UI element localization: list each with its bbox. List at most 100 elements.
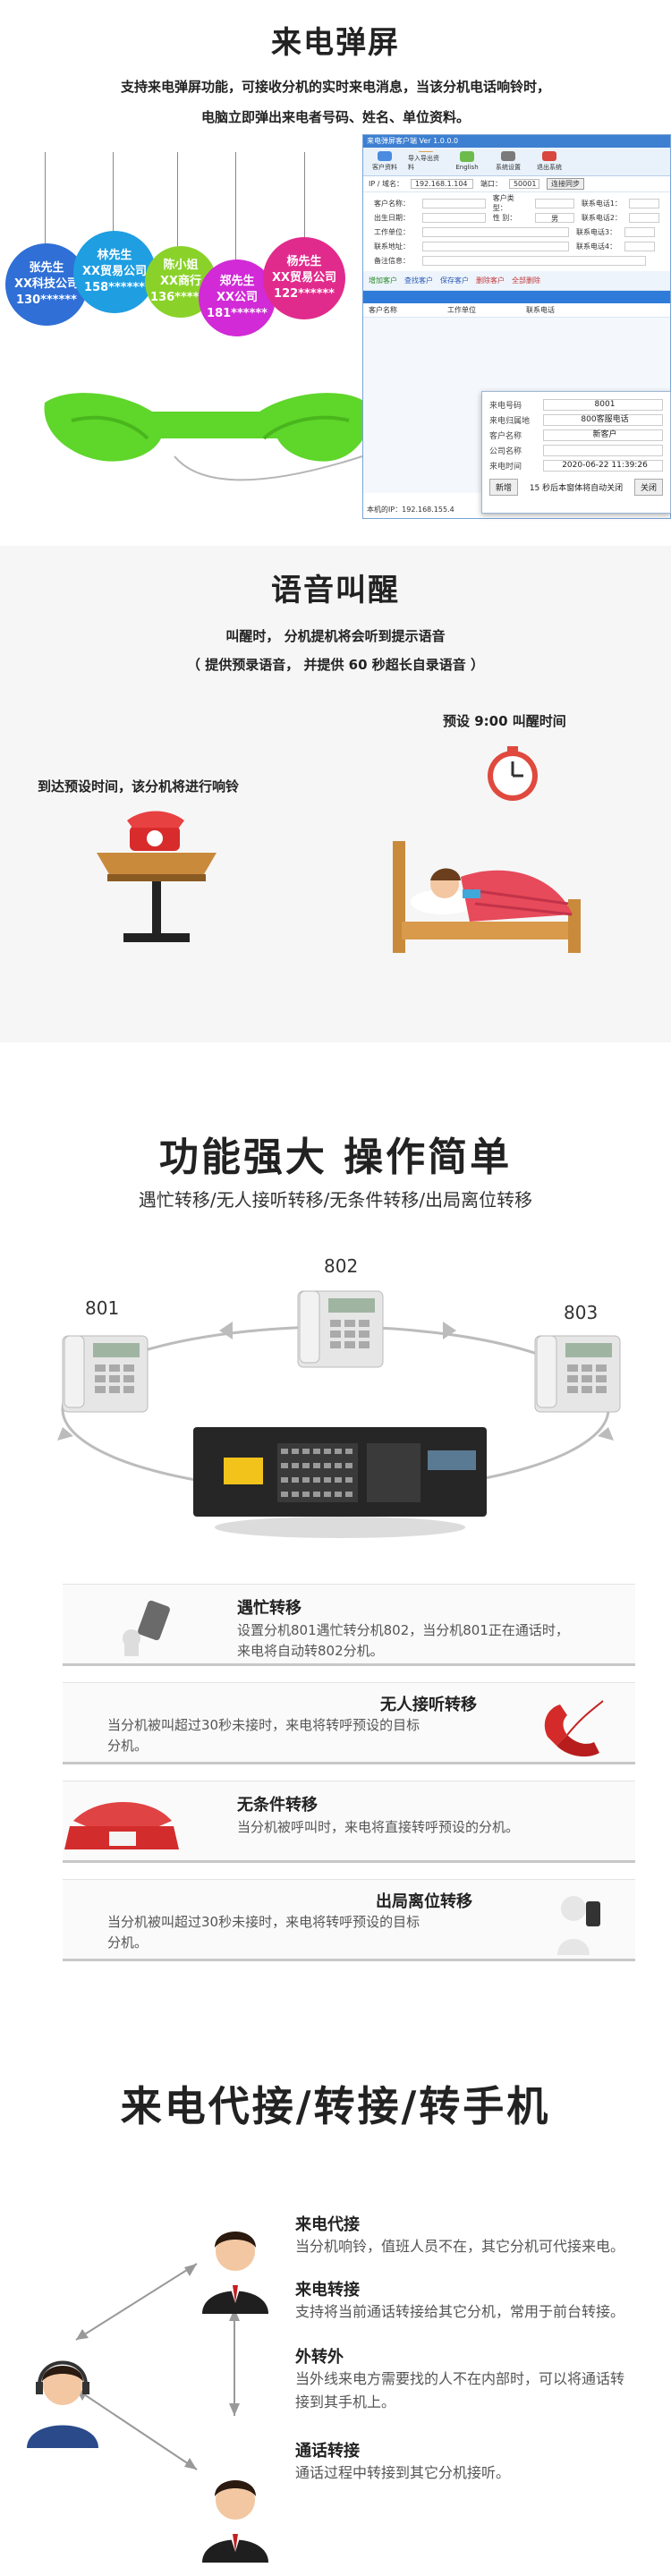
desc-line-2: 电脑立即弹出来电者号码、姓名、单位资料。: [200, 109, 470, 125]
tool-settings[interactable]: 系统设置: [490, 151, 526, 172]
ip-input[interactable]: 192.168.1.104: [410, 179, 473, 189]
caller-popup-section: 来电弹屏 支持来电弹屏功能，可接收分机的实时来电消息，当该分机电话响铃时， 电脑…: [0, 0, 671, 546]
section-title: 来电弹屏: [271, 25, 400, 61]
import-icon: [419, 151, 433, 152]
ip-label: IP / 域名：: [369, 180, 403, 188]
pbx-device-icon: [193, 1427, 487, 1538]
transfer-item: 来电转接 支持将当前通话转接给其它分机，常用于前台转接。: [295, 2277, 671, 2324]
red-desk-phone-icon: [64, 1802, 179, 1849]
feature-desc: 当分机被叫超过30秒未接时，来电将转呼预设的目标 分机。: [107, 1715, 420, 1756]
contact-tag: 杨先生 XX贸易公司 122******: [263, 237, 345, 319]
field-input[interactable]: [422, 226, 569, 237]
transfer-features-section: 功能强大 操作简单 遇忙转移/无人接听转移/无条件转移/出局离位转移 801 8…: [0, 1042, 671, 2004]
delete-customer-button[interactable]: 删除客户: [476, 276, 505, 285]
tag-string: [235, 152, 236, 267]
notes-input[interactable]: [422, 255, 646, 266]
gender-select[interactable]: 男: [535, 212, 574, 223]
field-input[interactable]: [624, 241, 655, 251]
pickup-item: 来电代接 当分机响铃，值班人员不在，其它分机可代接来电。: [295, 2212, 671, 2258]
find-customer-button[interactable]: 查找客户: [404, 276, 433, 285]
tag-name: 张先生: [29, 261, 64, 275]
column-header[interactable]: 客户名称: [369, 306, 397, 314]
tool-label: English: [455, 164, 479, 171]
gear-icon: [501, 151, 515, 161]
table-header: 客户名称 工作单位 联系电话: [363, 303, 670, 318]
field-label: 客户名称：: [374, 199, 410, 208]
company-name: [543, 445, 663, 456]
field-input[interactable]: [421, 212, 486, 223]
tag-string: [113, 152, 114, 237]
feature-desc-line: 分机。: [107, 1934, 149, 1951]
tag-phone: 122******: [274, 287, 335, 301]
in-call-transfer-item: 通话转接 通话过程中转接到其它分机接听。: [295, 2438, 671, 2485]
connection-row: IP / 域名： 192.168.1.104 端口： 50001 连接同步: [363, 176, 670, 192]
popup-label: 公司名称: [489, 447, 522, 456]
extension-label-802: 802: [324, 1255, 359, 1277]
caller-number: 8001: [543, 399, 663, 411]
item-desc: 接到其手机上。: [295, 2393, 396, 2410]
item-desc: 当分机响铃，值班人员不在，其它分机可代接来电。: [295, 2238, 625, 2255]
feature-desc-line: 当分机被叫超过30秒未接时，来电将转呼预设的目标: [107, 1914, 420, 1930]
alarm-clock-icon: [488, 746, 538, 801]
arrive-time-text: 到达预设时间，该分机将进行响铃: [38, 778, 240, 795]
form-row: 备注信息：: [369, 253, 665, 268]
status-text: 本机的IP：192.168.155.4: [367, 506, 454, 514]
new-button[interactable]: 新增: [489, 479, 519, 496]
extension-label-801: 801: [85, 1297, 120, 1319]
tag-phone: 136******: [150, 291, 211, 304]
item-title: 通话转接: [295, 2442, 360, 2461]
item-title: 来电转接: [295, 2281, 360, 2300]
field-label: 出生日期：: [374, 213, 410, 222]
field-input[interactable]: [422, 241, 569, 251]
delete-all-button[interactable]: 全部删除: [512, 276, 540, 285]
action-bar: 增加客户 查找客户 保存客户 删除客户 全部删除: [363, 271, 670, 291]
call-pickup-section: 来电代接/转接/转手机 来电代接 当分机响铃，: [0, 2004, 671, 2576]
exit-icon: [542, 151, 556, 161]
wakeup-line-2: （ 提供预录语音， 并提供 60 秒超长自录语音 ）: [187, 657, 484, 673]
field-input[interactable]: [629, 212, 659, 223]
operator-network-diagram: [75, 2263, 240, 2470]
tool-label: 客户资料: [372, 164, 397, 171]
item-title: 外转外: [295, 2348, 344, 2367]
tag-phone: 158******: [84, 281, 145, 294]
save-customer-button[interactable]: 保存客户: [440, 276, 469, 285]
item-desc: 支持将当前通话转接给其它分机，常用于前台转接。: [295, 2303, 625, 2320]
tool-exit[interactable]: 退出系统: [531, 151, 567, 172]
section-subtitle: 遇忙转移/无人接听转移/无条件转移/出局离位转移: [138, 1189, 533, 1211]
tag-phone: 130******: [16, 293, 77, 307]
field-input[interactable]: [624, 226, 655, 237]
tool-english[interactable]: English: [449, 151, 485, 172]
column-header[interactable]: 联系电话: [526, 306, 555, 314]
tool-customer-data[interactable]: 客户资料: [367, 151, 403, 172]
field-input[interactable]: [421, 198, 486, 208]
tag-string: [45, 152, 46, 251]
popup-footer: 新增 15 秒后本窗体将自动关闭 关闭: [489, 479, 663, 496]
feature-desc: 设置分机801遇忙转分机802，当分机801正在通话时， 来电将自动转802分机…: [237, 1620, 569, 1662]
desc-line-1: 支持来电弹屏功能，可接收分机的实时来电消息，当该分机电话响铃时，: [120, 79, 550, 95]
tag-company: XX科技公司: [13, 277, 80, 291]
feature-title: 无人接听转移: [380, 1696, 477, 1714]
call-time: 2020-06-22 11:39:26: [543, 460, 663, 472]
section-title: 语音叫醒: [271, 573, 400, 608]
customer-name: 新客户: [543, 429, 663, 441]
tool-import-export[interactable]: 导入导出资料: [408, 151, 444, 172]
person-holding-phone-icon: [123, 1600, 170, 1656]
tool-label: 导入导出资料: [408, 155, 439, 171]
feature-desc-line: 当分机被叫超过30秒未接时，来电将转呼预设的目标: [107, 1717, 420, 1733]
column-header[interactable]: 工作单位: [447, 306, 476, 314]
customer-icon: [378, 151, 392, 161]
feature-desc-line: 设置分机801遇忙转分机802，当分机801正在通话时，: [237, 1622, 569, 1638]
tag-string: [304, 152, 305, 242]
add-customer-button[interactable]: 增加客户: [369, 276, 397, 285]
feature-desc-line: 来电将自动转802分机。: [237, 1643, 384, 1659]
field-input[interactable]: [535, 198, 574, 208]
section-description: 支持来电弹屏功能，可接收分机的实时来电消息，当该分机电话响铃时， 电脑立即弹出来…: [54, 72, 617, 132]
tag-company: XX公司: [216, 291, 259, 304]
port-input[interactable]: 50001: [508, 179, 539, 189]
close-button[interactable]: 关闭: [633, 479, 663, 496]
connect-button[interactable]: 连接同步: [546, 178, 584, 190]
popup-row: 公司名称: [489, 443, 663, 458]
field-input[interactable]: [629, 198, 659, 208]
